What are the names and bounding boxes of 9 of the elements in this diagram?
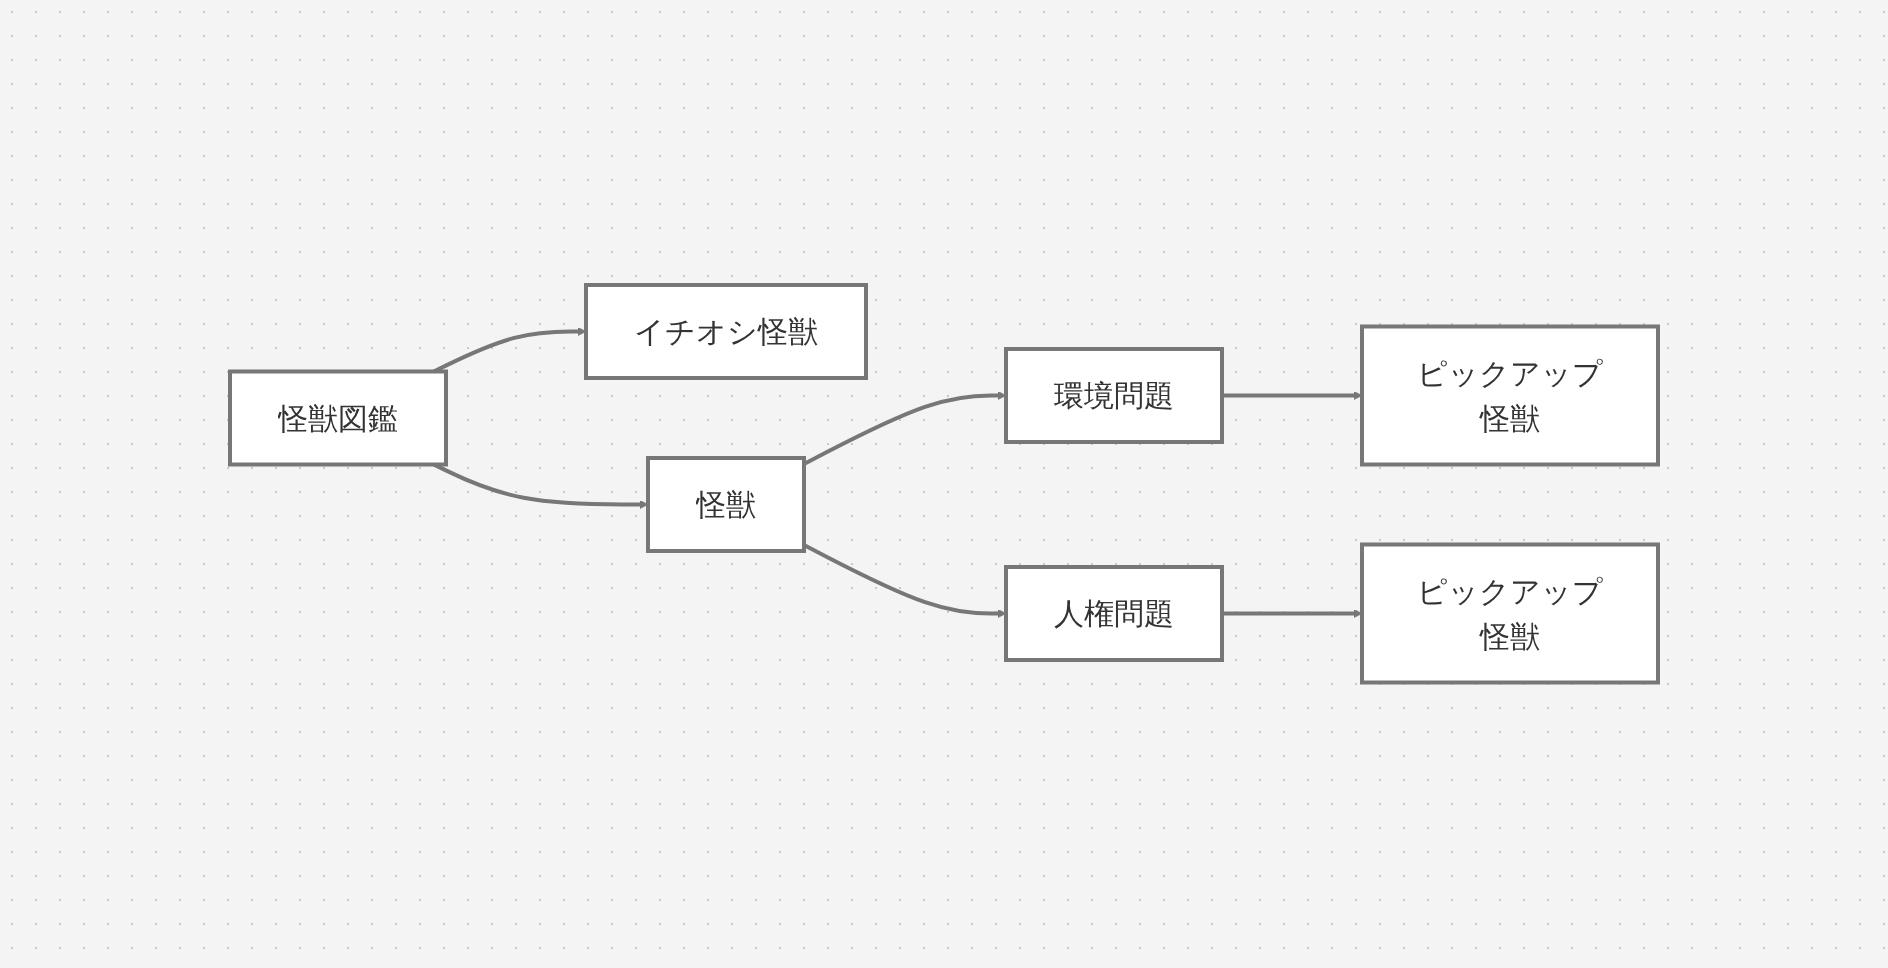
- node-box: ピックアップ怪獣: [1360, 324, 1660, 467]
- node-box: 環境問題: [1004, 347, 1224, 445]
- node-box: 怪獣図鑑: [228, 369, 448, 467]
- node-box: ピックアップ怪獣: [1360, 542, 1660, 685]
- arrow: [1222, 609, 1363, 619]
- node-box: イチオシ怪獣: [584, 283, 868, 381]
- node-box: 人権問題: [1004, 565, 1224, 663]
- node-box: 怪獣: [646, 456, 806, 554]
- arrow: [1222, 391, 1363, 401]
